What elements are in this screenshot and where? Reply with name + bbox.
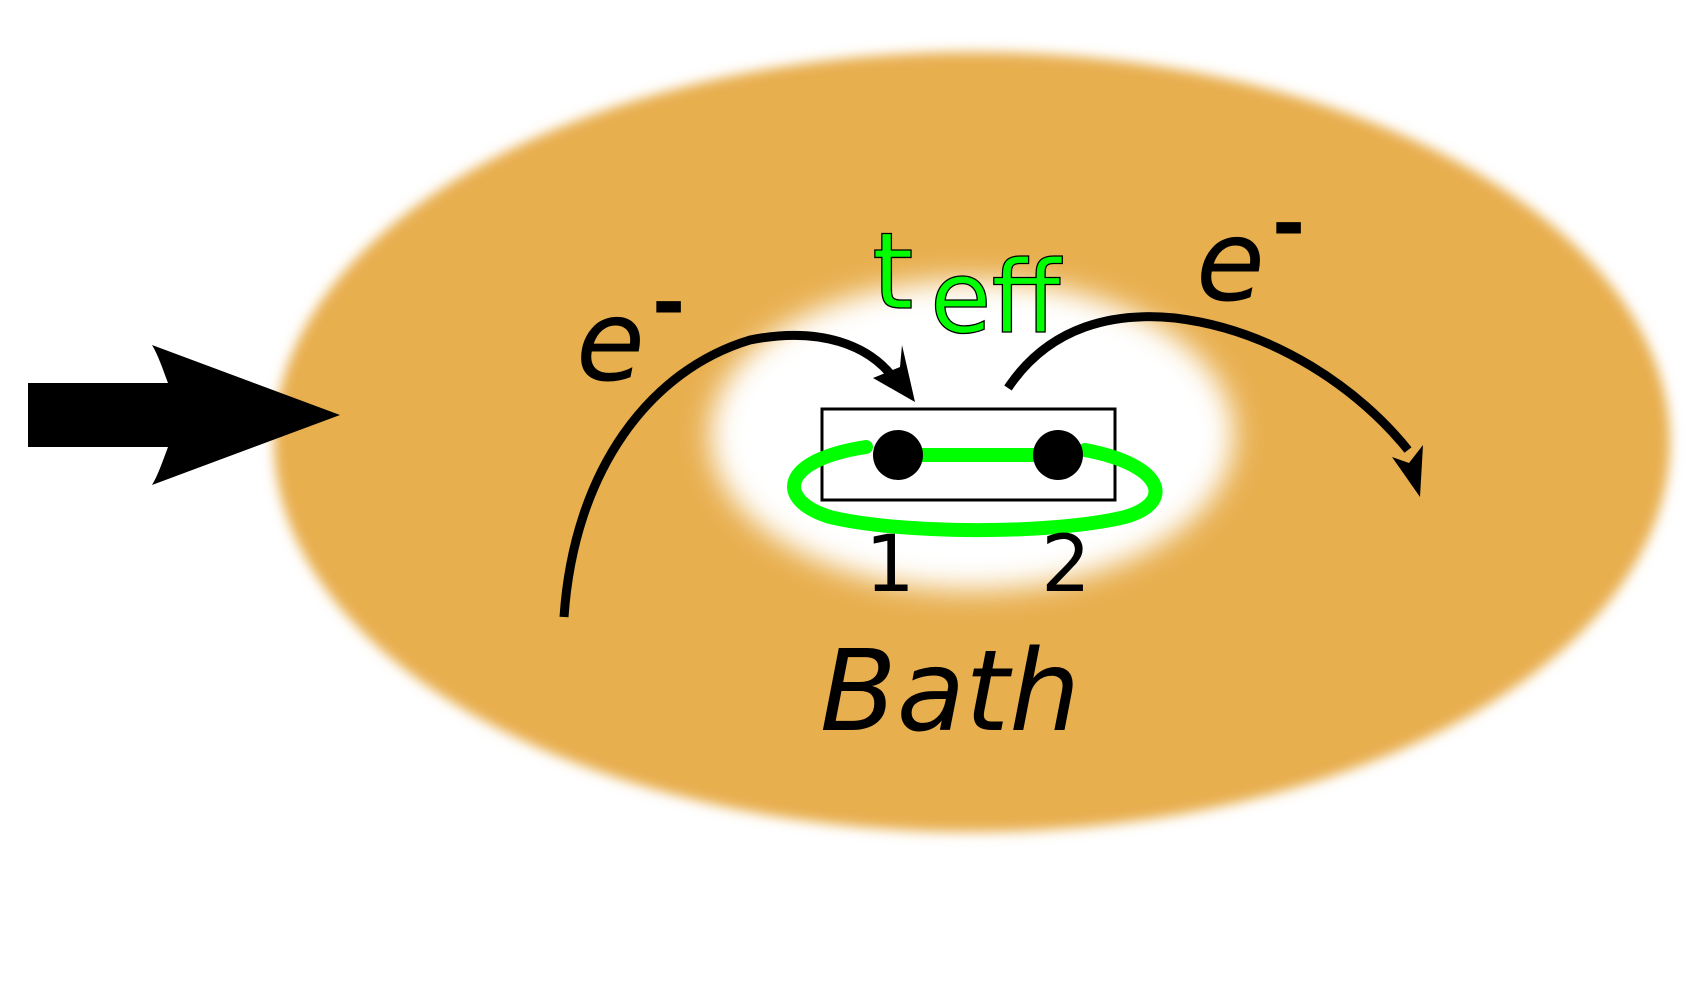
- incoming-arrow-icon: [28, 345, 340, 485]
- coupling-label-t: t: [872, 210, 914, 333]
- hop-in-arrow-curve: [559, 330, 899, 618]
- electron-label-right: e -: [1196, 177, 1305, 327]
- site-2-dot: [1033, 430, 1083, 480]
- coupling-loop: [787, 440, 1163, 538]
- electron-right-sup: -: [1272, 177, 1305, 270]
- site-1-dot: [873, 430, 923, 480]
- electron-left-sup: -: [652, 256, 685, 349]
- bath-ring: [274, 52, 1670, 832]
- site-2-label: 2: [1041, 520, 1091, 610]
- bath-label: Bath: [820, 627, 1080, 757]
- hop-out-arrowhead-icon: [1392, 445, 1423, 497]
- electron-right-base: e: [1196, 197, 1265, 327]
- hop-in-arrowhead-icon: [873, 345, 915, 402]
- coupling-label-eff: eff: [930, 239, 1063, 356]
- hop-out-arrow: [1004, 312, 1423, 497]
- hop-in-arrow: [559, 330, 915, 618]
- hop-out-arrow-curve: [1004, 312, 1412, 453]
- coupling-label: t eff: [871, 209, 1063, 356]
- site-1-label: 1: [865, 520, 915, 610]
- electron-left-base: e: [576, 277, 645, 407]
- electron-label-left: e -: [576, 256, 685, 407]
